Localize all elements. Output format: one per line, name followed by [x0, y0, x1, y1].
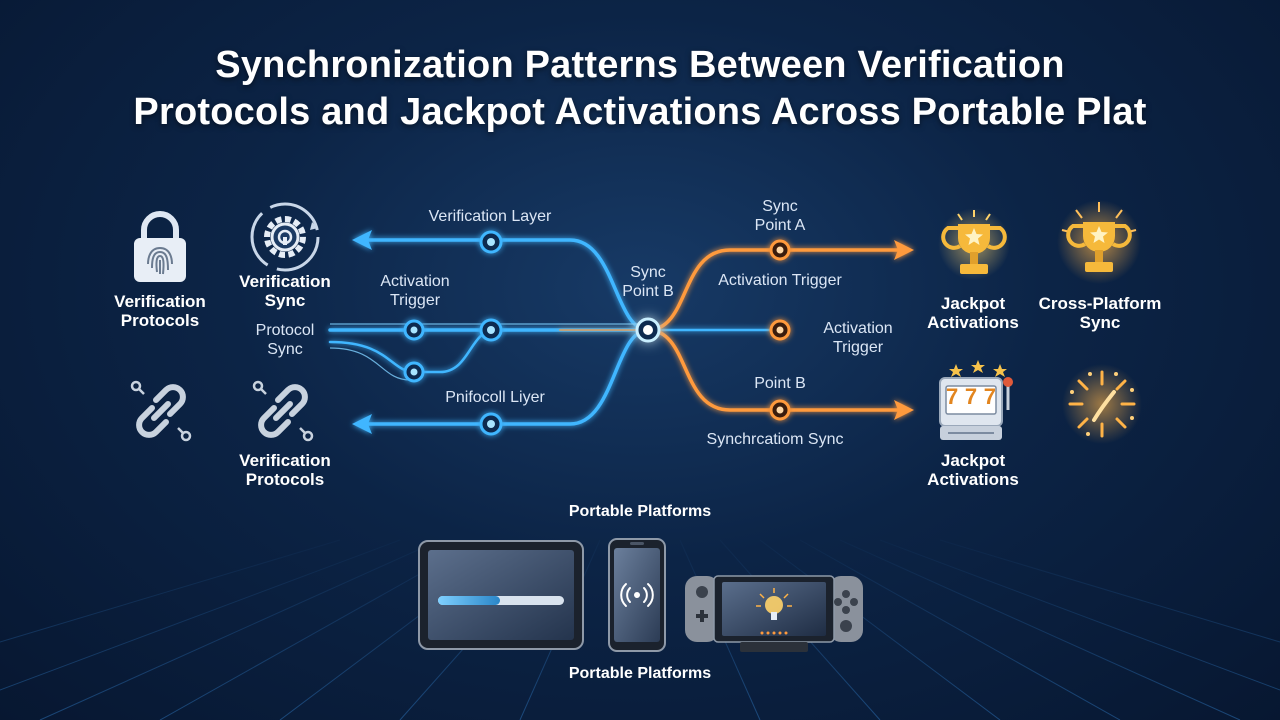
tablet-icon — [418, 540, 584, 650]
orange-flow-top — [646, 248, 902, 332]
node-activation-trigger — [403, 319, 425, 341]
title-line-1: Synchronization Patterns Between Verific… — [215, 44, 1065, 86]
trophy-icon — [938, 208, 1010, 280]
label-protocol-layer: Pnifocoll Liyer — [445, 389, 545, 406]
slot-reel-2: 7 — [964, 384, 978, 409]
label-portable-platforms-top: Portable Platforms — [568, 503, 712, 520]
node-protocol-sync — [479, 318, 503, 342]
handheld-console-icon — [685, 575, 863, 652]
gear-sync-icon — [250, 202, 320, 272]
chain-link-icon — [130, 380, 192, 442]
orange-arrow-bottom — [894, 400, 914, 420]
label-point-b: Point B — [754, 375, 806, 392]
node-protocol-layer — [479, 412, 503, 436]
hub-sync-point-b — [635, 317, 661, 343]
padlock-fingerprint-icon — [134, 211, 186, 282]
orange-arrow-top — [894, 240, 914, 260]
phone-icon — [608, 538, 666, 652]
slot-reel-3: 7 — [983, 384, 996, 409]
label-portable-platforms-bottom: Portable Platforms — [568, 665, 712, 682]
title-line-2: Protocols and Jackpot Activations Across… — [133, 91, 1147, 133]
fireworks-icon — [1062, 364, 1142, 444]
node-protocol-lower — [403, 361, 425, 383]
blue-arrow-bottom — [352, 414, 372, 434]
label-synchronization-sync: Synchrcatiom Sync — [706, 431, 844, 448]
label-verification-layer: Verification Layer — [428, 208, 552, 225]
label-activation-trigger-top: Activation Trigger — [718, 272, 842, 289]
node-sync-point-a — [769, 239, 791, 261]
trophy-glow-icon — [1057, 200, 1141, 284]
orange-flow-bottom — [646, 328, 902, 412]
page-title: Synchronization Patterns Between Verific… — [0, 42, 1280, 136]
slot-reel-1: 7 — [946, 384, 959, 409]
blue-arrow-top — [352, 230, 372, 250]
chain-link-icon — [252, 380, 314, 442]
node-verification-layer — [479, 230, 503, 254]
slot-machine-icon — [939, 360, 1013, 440]
node-point-b — [769, 399, 791, 421]
node-activation-trigger-right — [769, 319, 791, 341]
